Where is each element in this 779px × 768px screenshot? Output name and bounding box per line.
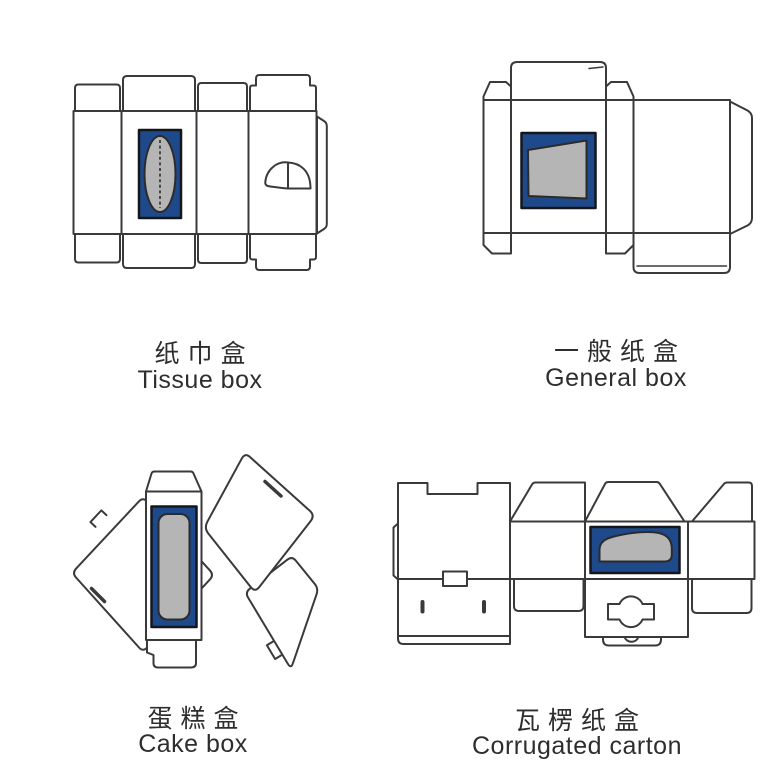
general-box-diagram	[482, 61, 753, 274]
corrugated-carton-label-zh: 瓦楞纸盒	[514, 707, 648, 735]
top-tuck-flap	[510, 61, 607, 101]
glue-tab	[729, 100, 753, 235]
handle-cutout	[607, 595, 655, 629]
bottom-flap	[197, 233, 248, 264]
rotated-face	[245, 557, 319, 668]
bottom-flap	[249, 233, 317, 271]
bottom-flap	[74, 233, 121, 264]
panel	[397, 482, 511, 645]
slit-mark	[89, 586, 107, 604]
bottom-flap	[122, 233, 196, 269]
corrugated-carton-diagram	[392, 481, 756, 647]
top-flap	[509, 481, 586, 523]
panel	[195, 110, 250, 235]
lock-tab	[265, 640, 283, 660]
bottom-flap	[513, 578, 585, 612]
tissue-box-diagram	[72, 74, 328, 271]
lock-slot	[442, 570, 468, 587]
slit-mark	[263, 479, 283, 498]
corrugated-carton-label-en: Corrugated carton	[471, 732, 683, 760]
side-strip	[605, 81, 635, 255]
bottom-tuck-flap	[632, 232, 731, 274]
side-strip	[482, 81, 512, 255]
panel	[72, 110, 123, 235]
top-flap	[122, 75, 196, 112]
side-tab	[392, 522, 399, 581]
gable-flap	[584, 481, 686, 523]
general-box-label-zh: 一般纸盒	[553, 338, 687, 366]
thumb-cutout	[264, 161, 289, 190]
lock-tab	[89, 509, 108, 528]
top-flap	[197, 82, 248, 112]
slit-mark	[482, 600, 486, 614]
tissue-box-label-zh: 纸巾盒	[154, 340, 254, 368]
panel	[687, 520, 756, 580]
cake-box-label-zh: 蛋糕盒	[147, 705, 247, 733]
bottom-flap	[691, 578, 753, 614]
slit-mark	[420, 600, 425, 614]
cake-box-diagram	[73, 454, 319, 669]
thumb-cutout	[287, 161, 312, 190]
panel	[509, 520, 586, 580]
rotated-face	[204, 454, 314, 591]
glue-tab	[316, 115, 328, 235]
tissue-box-label-en: Tissue box	[137, 366, 263, 394]
panel	[632, 99, 731, 234]
general-box-label-en: General box	[545, 364, 687, 392]
top-flap	[249, 74, 317, 112]
cake-box-label-en: Cake box	[138, 730, 248, 758]
top-flap	[74, 83, 121, 112]
corrugated-carton-opening	[598, 531, 673, 563]
bottom-flap	[146, 639, 197, 669]
top-flap	[691, 481, 753, 523]
top-flap	[145, 470, 203, 493]
flap-lip-line	[588, 66, 604, 70]
thumb-notch	[623, 636, 640, 643]
general-box-opening	[527, 139, 588, 200]
cake-box-opening	[157, 513, 191, 621]
